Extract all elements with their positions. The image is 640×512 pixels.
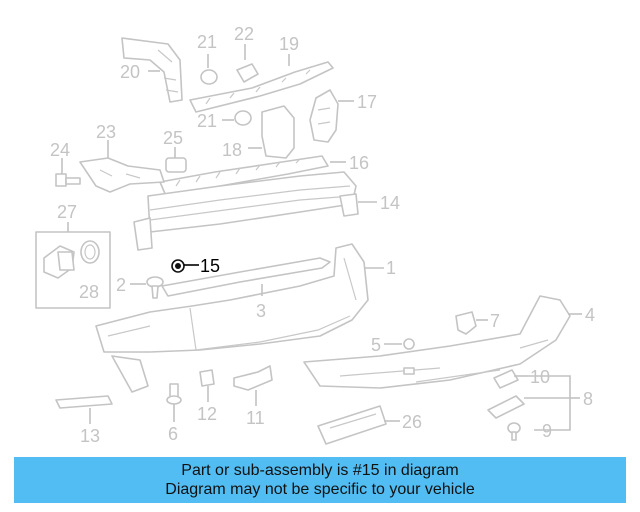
callout-10: 10	[530, 367, 550, 387]
part-1-bumper-cover	[95, 243, 369, 393]
callout-14: 14	[380, 193, 400, 213]
part-21-grommet-lower	[234, 110, 252, 126]
part-25-fastener	[165, 157, 187, 173]
callout-4: 4	[585, 305, 595, 325]
part-23-bracket	[79, 157, 165, 193]
part-11-bracket	[233, 365, 273, 391]
callout-11: 11	[246, 408, 265, 428]
part-14-reinforcement	[133, 171, 359, 251]
callout-16: 16	[349, 153, 369, 173]
callout-28: 28	[79, 282, 99, 302]
callout-7: 7	[490, 311, 500, 331]
callout-13: 13	[80, 426, 100, 446]
callout-27: 27	[57, 202, 77, 222]
part-7-clip	[455, 311, 477, 335]
part-10-reflector	[493, 369, 519, 389]
part-3-trim-strip	[161, 257, 331, 297]
callout-19: 19	[279, 34, 299, 54]
part-5-screw	[403, 338, 415, 350]
callout-20: 20	[120, 62, 140, 82]
callout-12: 12	[197, 404, 217, 424]
callout-21-lower: 21	[197, 111, 217, 131]
part-6-bolt	[166, 383, 182, 405]
leader-lines	[61, 44, 582, 431]
part-12-clip	[199, 369, 215, 387]
part-15-fastener	[171, 259, 185, 273]
part-19-retainer	[189, 61, 334, 113]
callout-17: 17	[357, 92, 377, 112]
part-9-screw	[507, 422, 521, 441]
part-21-grommet-upper	[200, 69, 218, 85]
part-24-screw	[55, 173, 81, 187]
callout-15: 15	[200, 256, 220, 276]
callout-26: 26	[402, 412, 422, 432]
callout-21-upper: 21	[197, 32, 217, 52]
callout-2: 2	[116, 275, 126, 295]
callout-24: 24	[50, 140, 70, 160]
callout-1: 1	[386, 258, 396, 278]
part-20-bracket	[121, 37, 183, 103]
part-17-bracket	[309, 89, 339, 143]
callout-3: 3	[256, 301, 266, 321]
part-4-valance	[303, 295, 571, 389]
part-22-clip	[236, 63, 259, 83]
part-8-reflector	[487, 395, 525, 419]
part-2-pin	[146, 276, 164, 299]
info-banner: Part or sub-assembly is #15 in diagram D…	[14, 457, 626, 503]
callout-18: 18	[222, 140, 242, 160]
part-26-plate-bracket	[317, 405, 387, 445]
parts-diagram: 20 21 22 19 21 17 18 16 14 23 24 25 27 2…	[35, 24, 595, 446]
callout-labels: 20 21 22 19 21 17 18 16 14 23 24 25 27 2…	[50, 24, 595, 446]
callout-23: 23	[96, 122, 116, 142]
callout-8: 8	[583, 389, 593, 409]
part-27-sensor-box	[35, 231, 111, 309]
banner-line-1: Part or sub-assembly is #15 in diagram	[181, 462, 459, 479]
callout-5: 5	[371, 335, 381, 355]
banner-line-2: Diagram may not be specific to your vehi…	[165, 481, 475, 498]
part-18-bracket	[261, 105, 295, 159]
callout-6: 6	[168, 424, 178, 444]
callout-9: 9	[542, 421, 552, 441]
callout-25: 25	[163, 128, 183, 148]
callout-22: 22	[234, 24, 254, 44]
part-13-strip	[55, 395, 113, 409]
